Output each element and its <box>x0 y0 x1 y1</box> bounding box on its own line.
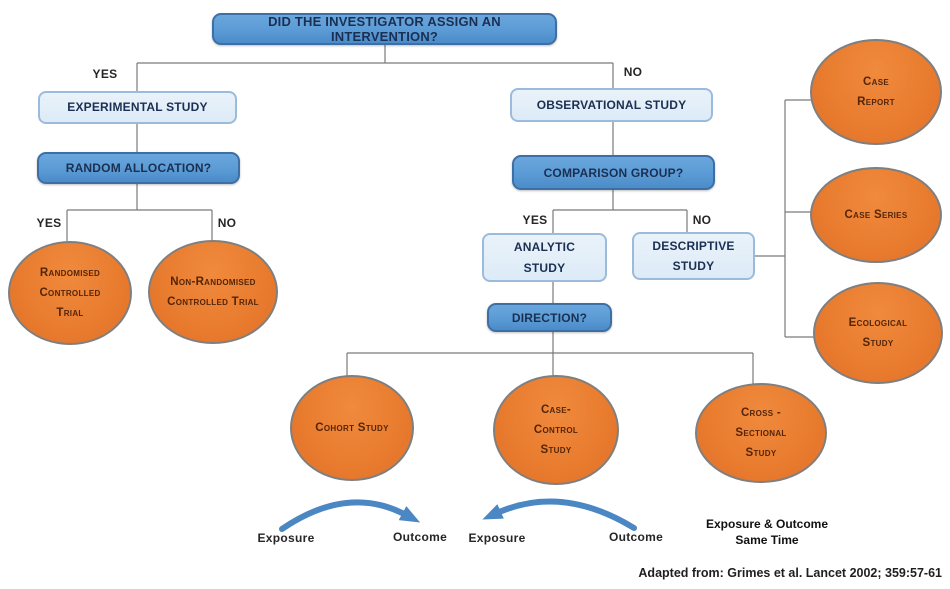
case-series-label: Case Series <box>844 208 908 221</box>
observational-study-box: OBSERVATIONAL STUDY <box>510 88 713 122</box>
cohort-study-label: Cohort Study <box>315 421 389 434</box>
descriptive-study-box: DESCRIPTIVE STUDY <box>632 232 755 280</box>
cross-sectional-study-circle: Cross - Sectional Study <box>695 383 827 483</box>
comparison-group-box: COMPARISON GROUP? <box>512 155 715 190</box>
case-report-circle: Case Report <box>810 39 942 145</box>
ecological-study-circle: Ecological Study <box>813 282 943 384</box>
cohort-exposure-label: Exposure <box>257 531 315 545</box>
randomised-controlled-trial-label: Randomised Controlled Trial <box>39 266 101 320</box>
non-randomised-controlled-trial-circle: Non-Randomised Controlled Trial <box>148 240 278 344</box>
root-split-connector <box>136 45 614 91</box>
comparison-group-no-label: NO <box>692 213 712 227</box>
case-control-direction-arrow <box>482 498 637 531</box>
analytic-study-label: ANALYTIC STUDY <box>513 240 576 275</box>
analytic-direction-connector <box>346 282 754 384</box>
randomised-controlled-trial-circle: Randomised Controlled Trial <box>8 241 132 345</box>
case-series-circle: Case Series <box>810 167 942 263</box>
random-allocation-yes-label: YES <box>36 216 62 230</box>
source-citation: Adapted from: Grimes et al. Lancet 2002;… <box>638 566 942 580</box>
cohort-outcome-label: Outcome <box>392 530 448 544</box>
cross-sectional-note-text: Exposure & Outcome Same Time <box>705 516 829 547</box>
branch-no-label: NO <box>623 65 643 79</box>
cross-sectional-note: Exposure & Outcome Same Time <box>697 512 837 552</box>
descriptive-study-label: DESCRIPTIVE STUDY <box>652 238 735 273</box>
cross-sectional-study-label: Cross - Sectional Study <box>735 406 787 460</box>
direction-box: DIRECTION? <box>487 303 612 332</box>
root-question-box: DID THE INVESTIGATOR ASSIGN AN INTERVENT… <box>212 13 557 45</box>
branch-yes-label: YES <box>92 67 118 81</box>
experimental-connector <box>66 124 213 241</box>
case-control-study-circle: Case-Control Study <box>493 375 619 485</box>
observational-connector <box>552 122 688 233</box>
random-allocation-box: RANDOM ALLOCATION? <box>37 152 240 184</box>
case-control-exposure-label: Exposure <box>468 531 526 545</box>
cohort-study-circle: Cohort Study <box>290 375 414 481</box>
experimental-study-box: EXPERIMENTAL STUDY <box>38 91 237 124</box>
cohort-direction-arrow <box>279 499 421 532</box>
non-randomised-controlled-trial-label: Non-Randomised Controlled Trial <box>167 275 259 308</box>
case-control-study-label: Case-Control Study <box>533 403 579 457</box>
analytic-study-box: ANALYTIC STUDY <box>482 233 607 282</box>
descriptive-bracket-connector <box>755 99 814 338</box>
comparison-group-yes-label: YES <box>522 213 548 227</box>
case-control-outcome-label: Outcome <box>608 530 664 544</box>
random-allocation-no-label: NO <box>217 216 237 230</box>
case-report-label: Case Report <box>857 75 895 108</box>
ecological-study-label: Ecological Study <box>848 316 908 349</box>
